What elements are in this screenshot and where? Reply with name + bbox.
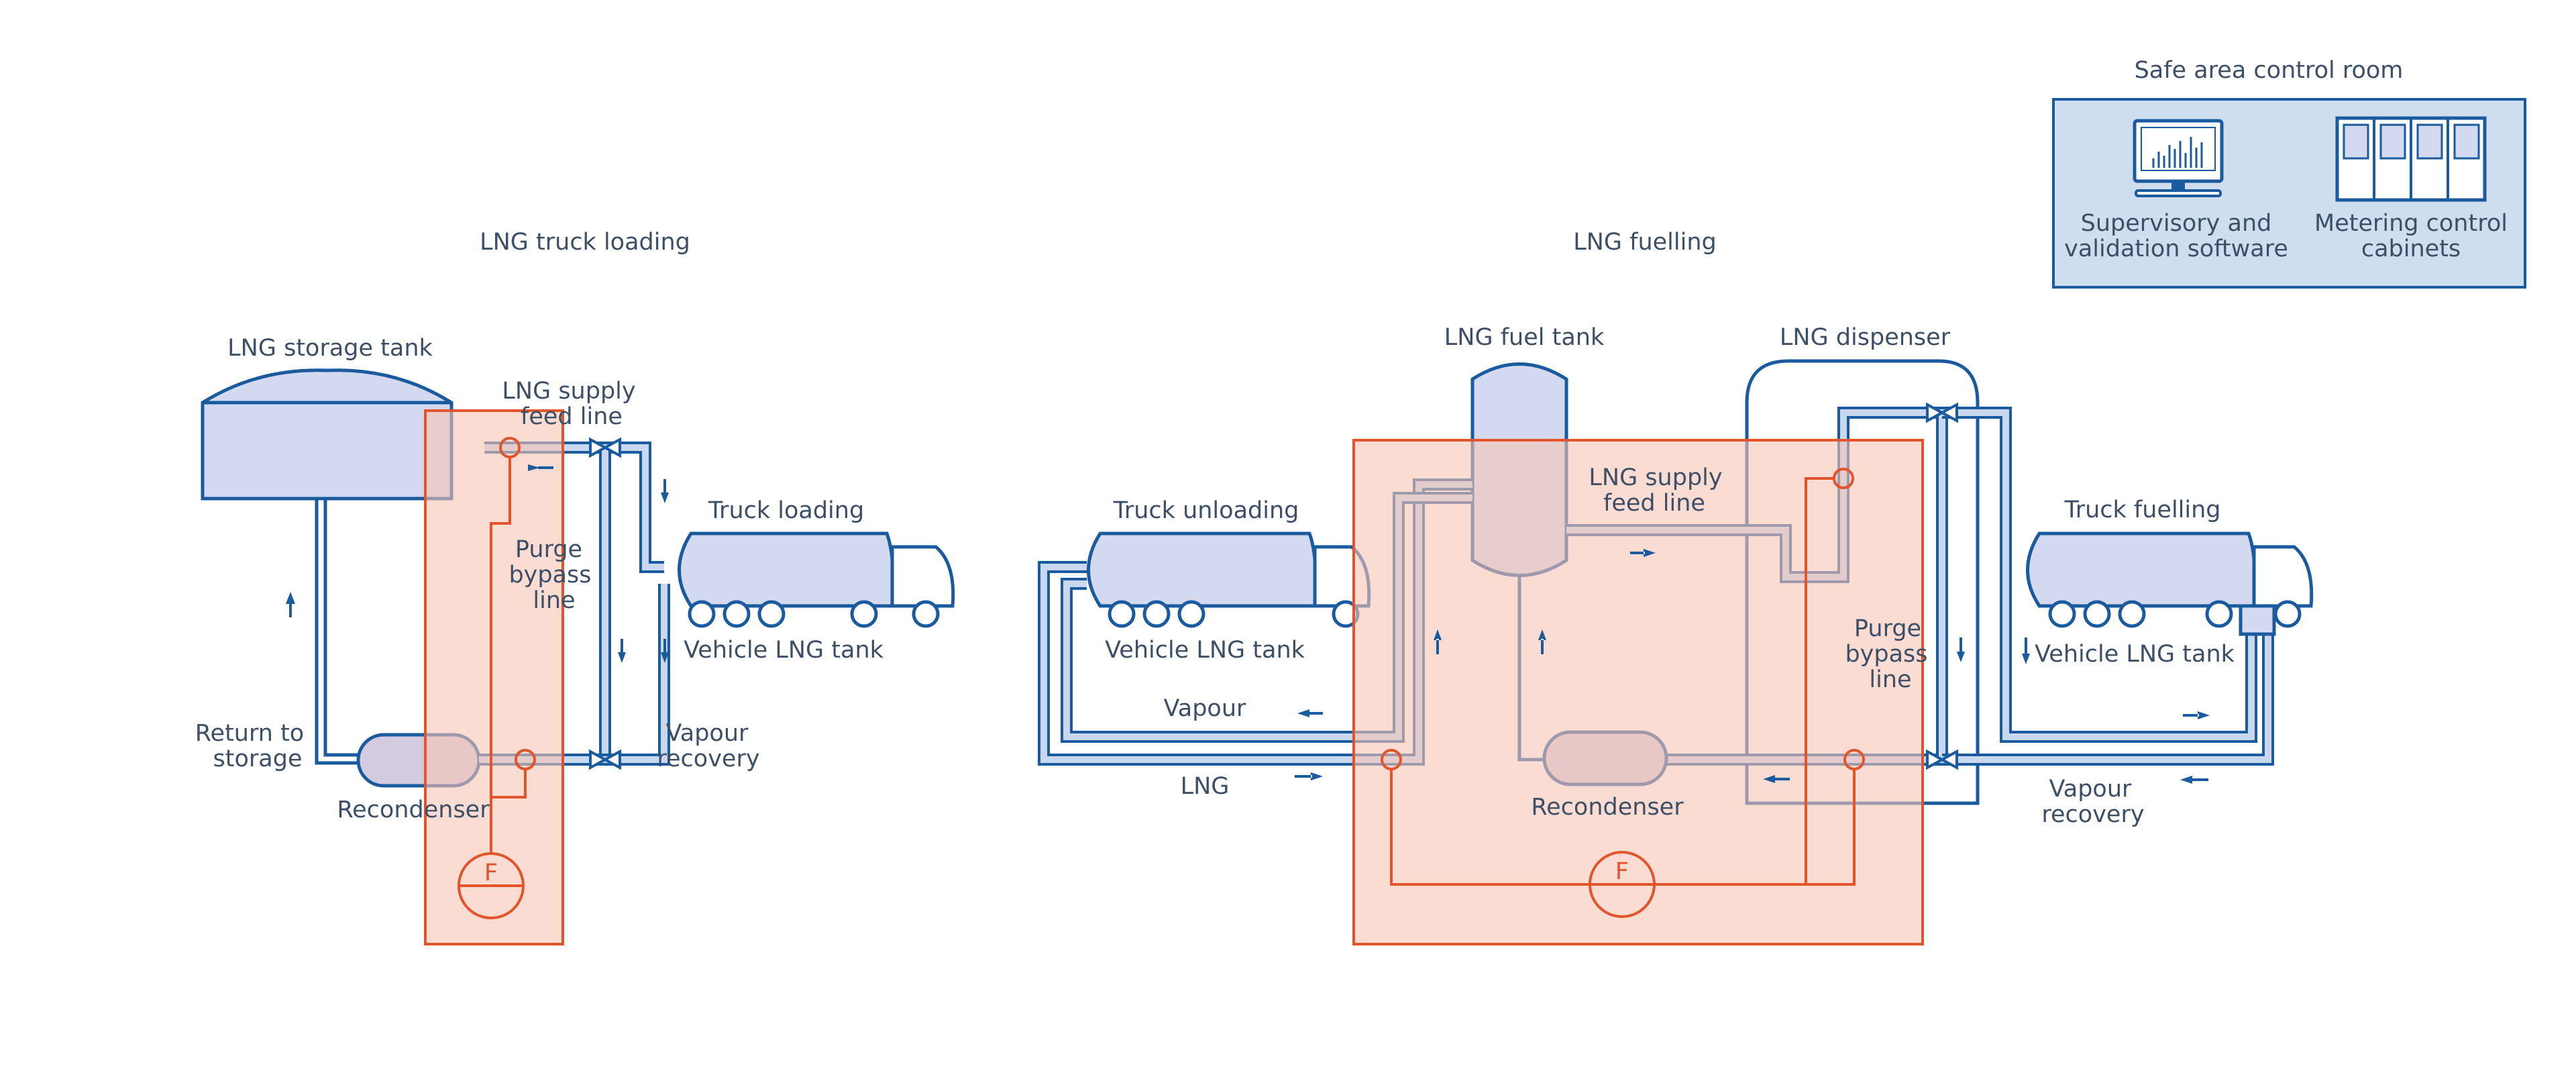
supply-feed-label-1: LNG supply xyxy=(502,378,635,405)
wheel xyxy=(2048,600,2076,628)
control-room-title: Safe area control room xyxy=(2135,57,2404,84)
flow-meter-icon: F xyxy=(1589,851,1656,918)
meter-symbol: F xyxy=(484,860,498,886)
flow-arrow-icon xyxy=(661,639,669,663)
vehicle-tank-unloading-label: Vehicle LNG tank xyxy=(1105,637,1305,664)
wheel xyxy=(1142,600,1171,628)
hazardous-zone-left xyxy=(424,409,564,945)
flow-arrow-icon xyxy=(1538,629,1546,654)
flow-arrow-icon xyxy=(1763,775,1790,783)
truck-loading-title: LNG truck loading xyxy=(480,229,690,256)
truck-loading-pipe xyxy=(607,442,664,573)
flow-meter-icon: F xyxy=(458,852,525,919)
right-section: F LNG fuelling LNG fuel tank LNG dispens… xyxy=(1038,229,2314,945)
lng-label: LNG xyxy=(1181,773,1230,800)
truck-loading-vehicle xyxy=(678,531,955,628)
flow-arrow-icon xyxy=(618,639,626,663)
dispenser-label: LNG dispenser xyxy=(1780,324,1951,351)
left-section: F LNG truck loading LNG storage tank LNG… xyxy=(195,229,955,945)
flow-arrow-icon xyxy=(2022,637,2030,664)
flow-arrow-icon xyxy=(1630,549,1656,557)
vapour-recovery-label-2: recovery xyxy=(657,746,759,772)
fuelling-connector xyxy=(2239,604,2276,636)
truck-cab xyxy=(2252,545,2314,608)
valve-icon xyxy=(1926,402,1958,423)
purge-bypass-label-1: Purge xyxy=(515,536,582,563)
wheel xyxy=(912,600,940,628)
computer-monitor-icon xyxy=(2133,119,2224,197)
fuelling-title: LNG fuelling xyxy=(1573,229,1717,256)
truck-unloading-vehicle xyxy=(1087,531,1371,628)
flow-arrow-icon xyxy=(1957,637,1965,662)
recondenser-right-label: Recondenser xyxy=(1531,794,1684,821)
cabinets-label-2: cabinets xyxy=(2361,236,2461,262)
meter-symbol: F xyxy=(1615,858,1629,885)
flow-arrow-icon xyxy=(2180,776,2208,784)
valve-icon xyxy=(589,749,621,770)
recondenser-label: Recondenser xyxy=(337,797,490,823)
signal-line xyxy=(491,769,527,799)
flow-arrow-icon xyxy=(1295,772,1323,780)
valve-icon xyxy=(1926,749,1958,770)
wheel xyxy=(2273,600,2302,628)
flow-arrow-icon xyxy=(528,464,553,471)
dispenser-supply-label-2: feed line xyxy=(1603,490,1705,517)
flow-arrow-icon xyxy=(1434,629,1442,654)
vehicle-tank-fuelling-label: Vehicle LNG tank xyxy=(2035,641,2235,668)
dispenser-supply-label-1: LNG supply xyxy=(1589,464,1722,491)
return-to-storage-pipe xyxy=(315,499,361,765)
supply-feed-label-2: feed line xyxy=(521,403,623,430)
vapour-recovery-label-1: Vapour xyxy=(666,720,749,747)
flow-arrow-icon xyxy=(661,479,669,503)
wheel xyxy=(2118,600,2146,628)
flow-arrow-icon xyxy=(286,592,295,617)
return-storage-label-2: storage xyxy=(213,746,303,772)
wheel xyxy=(850,600,878,628)
wheel xyxy=(1177,600,1205,628)
purge-bypass-label-3: line xyxy=(533,587,575,614)
truck-cab xyxy=(890,545,955,608)
software-label-2: validation software xyxy=(2064,236,2288,262)
wheel xyxy=(2083,600,2111,628)
storage-tank-label: LNG storage tank xyxy=(227,335,433,362)
cabinets-label-1: Metering control xyxy=(2314,210,2508,237)
signal-line xyxy=(1805,477,1834,884)
valve-icon xyxy=(589,437,621,458)
truck-tank xyxy=(1087,531,1318,608)
purge-bypass-label-2: bypass xyxy=(508,562,591,588)
wheel xyxy=(2205,600,2233,628)
wheel xyxy=(688,600,716,628)
purge-bypass-right-label-3: line xyxy=(1869,666,1911,693)
wheel xyxy=(1108,600,1136,628)
fuel-tank-label: LNG fuel tank xyxy=(1444,324,1605,351)
vapour-recovery-right-label-1: Vapour xyxy=(2049,776,2132,803)
flow-arrow-icon xyxy=(1297,709,1323,717)
hazardous-zone-right xyxy=(1352,439,1924,945)
cabinet-icon xyxy=(2335,116,2487,202)
purge-bypass-right-label-2: bypass xyxy=(1845,641,1927,668)
return-storage-label-1: Return to xyxy=(195,720,304,747)
vapour-recovery-right-label-2: recovery xyxy=(2041,801,2144,828)
flow-arrow-icon xyxy=(2183,711,2210,719)
signal-line xyxy=(490,457,511,854)
vapour-label: Vapour xyxy=(1164,695,1246,722)
storage-tank xyxy=(201,368,453,501)
purge-bypass-right-label-1: Purge xyxy=(1854,615,1921,642)
signal-line xyxy=(1654,769,1856,886)
signal-line xyxy=(1390,769,1590,886)
truck-tank xyxy=(678,531,895,608)
truck-tank xyxy=(2026,531,2257,608)
control-room: Safe area control room xyxy=(2052,57,2526,289)
vehicle-tank-label: Vehicle LNG tank xyxy=(684,637,884,664)
truck-loading-label: Truck loading xyxy=(708,497,864,524)
truck-fuelling-vehicle xyxy=(2026,531,2314,636)
software-label-1: Supervisory and xyxy=(2081,210,2272,237)
wheel xyxy=(757,600,786,628)
truck-fuelling-label: Truck fuelling xyxy=(2063,497,2220,523)
wheel xyxy=(722,600,751,628)
dispenser-outline xyxy=(1745,359,1980,805)
truck-unloading-label: Truck unloading xyxy=(1113,497,1299,524)
